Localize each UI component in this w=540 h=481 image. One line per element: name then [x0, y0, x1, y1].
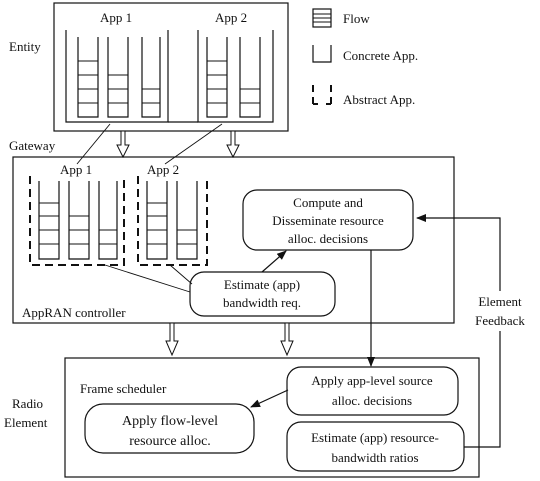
radio-element-box [64, 357, 480, 478]
legend-concrete-label: Concrete App. [343, 48, 418, 63]
gateway-app1-label: App 1 [60, 162, 92, 177]
entity-app2-flow-2 [239, 37, 261, 118]
compute-line3: alloc. decisions [288, 231, 368, 246]
radio-label-line2: Element [4, 415, 48, 430]
entity-box [53, 2, 289, 132]
entity-app1-to-gateway-app1-line [76, 123, 111, 165]
gateway-to-radio-arrow-left [165, 322, 179, 357]
apply-flow-line1: Apply flow-level [122, 414, 218, 429]
estimate-to-compute-arrow [261, 250, 287, 273]
gateway-box [12, 156, 455, 324]
gateway-app1-flow-2 [68, 181, 90, 260]
abstract-app-legend-icon [312, 85, 332, 105]
frame-scheduler-label: Frame scheduler [80, 381, 167, 396]
gateway-label: Gateway [9, 138, 56, 153]
concrete-app-legend-icon [312, 45, 332, 63]
feedback-label-bg [468, 291, 534, 331]
gateway-app1-abstract-container [29, 176, 125, 266]
entity-to-gateway-arrow-right [226, 130, 240, 159]
estimate-ratio-line1: Estimate (app) resource- [311, 430, 439, 445]
entity-app1-flow-1 [77, 37, 99, 118]
element-feedback-arrow [416, 214, 501, 448]
estimate-ratio-line2: bandwidth ratios [331, 450, 418, 465]
gateway-app1-flow-1 [38, 181, 60, 260]
gateway-to-radio-arrow-right [280, 322, 294, 357]
entity-to-gateway-arrow-left [116, 130, 130, 159]
legend-flow-label: Flow [343, 11, 370, 26]
controller-label: AppRAN controller [22, 305, 126, 320]
legend: Flow Concrete App. Abstract App. [312, 8, 418, 107]
entity-app2-container [197, 30, 274, 123]
estimate-bandwidth-line1: Estimate (app) [224, 277, 300, 292]
entity-label: Entity [9, 39, 41, 54]
entity-app1-flow-2 [107, 37, 129, 118]
gateway-app1-to-estimate-line [104, 264, 191, 293]
radio-label-line1: Radio [12, 396, 43, 411]
gateway-app2-to-estimate-line [169, 264, 193, 285]
entity-app2-to-gateway-app2-line [164, 123, 223, 165]
compute-line2: Disseminate resource [272, 213, 384, 228]
gateway-app2-label: App 2 [147, 162, 179, 177]
entity-app1-label: App 1 [100, 10, 132, 25]
flow-legend-icon [312, 8, 332, 28]
feedback-line1: Element [478, 294, 522, 309]
gateway-app2-abstract-container [137, 176, 208, 266]
compute-disseminate-box [242, 189, 414, 251]
apply-app-line2: alloc. decisions [332, 393, 412, 408]
entity-app1-flow-3 [141, 37, 161, 118]
compute-line1: Compute and [293, 195, 363, 210]
feedback-line2: Feedback [475, 313, 525, 328]
apply-flow-level-box [84, 403, 255, 454]
entity-app1-container [65, 30, 169, 123]
gateway-app2-flow-1 [146, 181, 168, 260]
estimate-bandwidth-line2: bandwidth req. [223, 295, 301, 310]
gateway-app1-flow-3 [98, 181, 118, 260]
apply-app-to-apply-flow-arrow [250, 389, 289, 408]
gateway-app2-flow-2 [176, 181, 198, 260]
apply-app-line1: Apply app-level source [311, 373, 433, 388]
legend-abstract-label: Abstract App. [343, 92, 415, 107]
apply-flow-line2: resource alloc. [129, 434, 211, 449]
entity-app2-flow-1 [206, 37, 228, 118]
entity-app2-label: App 2 [215, 10, 247, 25]
